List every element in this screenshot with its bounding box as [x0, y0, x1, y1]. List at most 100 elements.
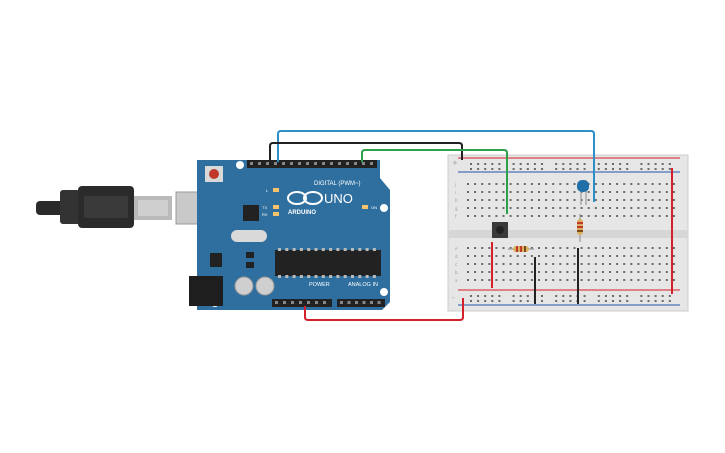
breadboard-hole[interactable] — [467, 215, 469, 217]
rail-hole[interactable] — [569, 163, 572, 165]
breadboard-hole[interactable] — [658, 279, 661, 281]
rail-hole[interactable] — [512, 168, 515, 170]
header-pin[interactable] — [250, 162, 253, 165]
breadboard-hole[interactable] — [538, 199, 540, 201]
header-pin[interactable] — [274, 162, 277, 165]
breadboard-hole[interactable] — [516, 271, 519, 273]
breadboard-hole[interactable] — [467, 279, 469, 281]
rail-hole[interactable] — [569, 168, 572, 170]
breadboard-hole[interactable] — [552, 191, 555, 193]
breadboard-hole[interactable] — [474, 191, 477, 193]
rail-hole[interactable] — [491, 168, 494, 170]
breadboard-hole[interactable] — [658, 271, 661, 273]
breadboard-hole[interactable] — [495, 215, 498, 217]
rail-hole[interactable] — [597, 295, 600, 297]
header-pin[interactable] — [355, 301, 358, 304]
breadboard-hole[interactable] — [644, 263, 647, 265]
breadboard-hole[interactable] — [623, 247, 626, 249]
breadboard-hole[interactable] — [616, 207, 619, 209]
rail-hole[interactable] — [604, 168, 607, 170]
breadboard-hole[interactable] — [545, 199, 548, 201]
breadboard-hole[interactable] — [658, 207, 661, 209]
breadboard-hole[interactable] — [509, 271, 512, 273]
breadboard-hole[interactable] — [651, 183, 654, 185]
rail-hole[interactable] — [654, 300, 657, 302]
breadboard-hole[interactable] — [495, 183, 498, 185]
breadboard-hole[interactable] — [623, 271, 626, 273]
breadboard-hole[interactable] — [637, 271, 640, 273]
breadboard-hole[interactable] — [601, 207, 604, 209]
header-pin[interactable] — [330, 162, 333, 165]
breadboard-hole[interactable] — [573, 279, 576, 281]
breadboard-hole[interactable] — [623, 183, 626, 185]
breadboard-hole[interactable] — [573, 207, 576, 209]
breadboard-hole[interactable] — [481, 263, 484, 265]
rail-hole[interactable] — [583, 168, 586, 170]
breadboard-hole[interactable] — [594, 207, 597, 209]
rail-hole[interactable] — [583, 300, 586, 302]
breadboard-hole[interactable] — [488, 247, 491, 249]
breadboard-hole[interactable] — [587, 279, 590, 281]
breadboard-hole[interactable] — [651, 279, 654, 281]
rail-hole[interactable] — [661, 163, 664, 165]
rail-hole[interactable] — [640, 168, 643, 170]
breadboard-hole[interactable] — [594, 255, 597, 257]
breadboard-hole[interactable] — [509, 279, 512, 281]
breadboard-hole[interactable] — [630, 279, 633, 281]
rail-hole[interactable] — [619, 300, 622, 302]
rail-hole[interactable] — [626, 300, 629, 302]
breadboard-hole[interactable] — [609, 279, 611, 281]
breadboard-hole[interactable] — [637, 199, 640, 201]
breadboard-hole[interactable] — [523, 255, 526, 257]
breadboard-hole[interactable] — [488, 271, 491, 273]
rail-hole[interactable] — [533, 163, 536, 165]
breadboard-hole[interactable] — [616, 247, 619, 249]
breadboard-hole[interactable] — [530, 279, 533, 281]
breadboard-hole[interactable] — [616, 271, 619, 273]
breadboard-hole[interactable] — [573, 271, 576, 273]
breadboard-hole[interactable] — [495, 271, 498, 273]
header-pin[interactable] — [315, 301, 318, 304]
breadboard-hole[interactable] — [573, 263, 576, 265]
breadboard-hole[interactable] — [530, 215, 533, 217]
rail-hole[interactable] — [562, 168, 565, 170]
breadboard-hole[interactable] — [566, 215, 569, 217]
breadboard-hole[interactable] — [616, 263, 619, 265]
breadboard-hole[interactable] — [538, 183, 540, 185]
breadboard-hole[interactable] — [530, 271, 533, 273]
rail-hole[interactable] — [526, 168, 529, 170]
breadboard-hole[interactable] — [665, 183, 668, 185]
breadboard-hole[interactable] — [566, 199, 569, 201]
rail-hole[interactable] — [484, 295, 487, 297]
rail-hole[interactable] — [526, 163, 529, 165]
breadboard-hole[interactable] — [559, 183, 562, 185]
breadboard-hole[interactable] — [630, 247, 633, 249]
breadboard-hole[interactable] — [623, 207, 626, 209]
rail-hole[interactable] — [654, 163, 657, 165]
rail-hole[interactable] — [612, 295, 614, 297]
breadboard-hole[interactable] — [467, 263, 469, 265]
breadboard-hole[interactable] — [644, 191, 647, 193]
breadboard-hole[interactable] — [644, 199, 647, 201]
breadboard-hole[interactable] — [651, 247, 654, 249]
header-pin[interactable] — [307, 301, 310, 304]
breadboard-hole[interactable] — [545, 263, 548, 265]
rail-hole[interactable] — [519, 168, 522, 170]
breadboard-hole[interactable] — [594, 279, 597, 281]
breadboard-hole[interactable] — [623, 191, 626, 193]
rail-hole[interactable] — [512, 295, 515, 297]
breadboard-hole[interactable] — [623, 199, 626, 201]
rail-hole[interactable] — [668, 300, 671, 302]
breadboard-hole[interactable] — [559, 207, 562, 209]
header-pin[interactable] — [306, 162, 309, 165]
breadboard-hole[interactable] — [644, 279, 647, 281]
breadboard-hole[interactable] — [616, 199, 619, 201]
breadboard-hole[interactable] — [609, 255, 611, 257]
breadboard-hole[interactable] — [609, 263, 611, 265]
rail-hole[interactable] — [647, 300, 650, 302]
rail-hole[interactable] — [576, 163, 579, 165]
breadboard-hole[interactable] — [559, 279, 562, 281]
breadboard-hole[interactable] — [516, 183, 519, 185]
breadboard-hole[interactable] — [672, 247, 675, 249]
breadboard-hole[interactable] — [658, 255, 661, 257]
